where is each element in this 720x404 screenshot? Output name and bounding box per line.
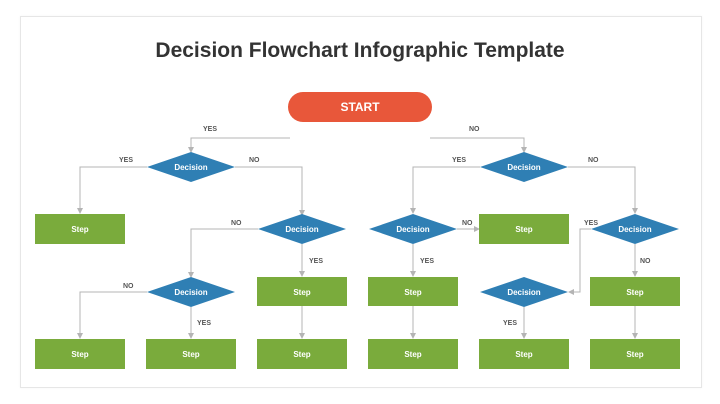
yes-label: YES bbox=[197, 320, 211, 327]
step-node: Step bbox=[590, 339, 680, 369]
yes-label: YES bbox=[503, 320, 517, 327]
no-label: NO bbox=[469, 126, 480, 133]
connectors bbox=[77, 137, 638, 339]
step-label: Step bbox=[404, 350, 421, 359]
no-label: NO bbox=[123, 283, 134, 290]
no-label: NO bbox=[249, 157, 260, 164]
no-label: NO bbox=[588, 157, 599, 164]
yes-label: YES bbox=[203, 126, 217, 133]
branch-labels: YES NO YES NO YES NO NO NO YES YES YES N… bbox=[119, 126, 651, 327]
connector-d1-no bbox=[235, 166, 305, 216]
step-label: Step bbox=[626, 288, 643, 297]
step-label: Step bbox=[71, 225, 88, 234]
connector-start-right bbox=[430, 137, 527, 153]
decision-node: Decision bbox=[258, 214, 346, 244]
decision-label: Decision bbox=[507, 163, 540, 172]
step-node: Step bbox=[590, 277, 680, 306]
step-node: Step bbox=[146, 339, 236, 369]
no-label: NO bbox=[231, 220, 242, 227]
start-label: START bbox=[340, 100, 380, 114]
step-label: Step bbox=[293, 288, 310, 297]
step-label: Step bbox=[404, 288, 421, 297]
decision-node: Decision bbox=[147, 277, 235, 307]
decision-node: Decision bbox=[591, 214, 679, 244]
decision-node: Decision bbox=[480, 152, 568, 182]
decision-label: Decision bbox=[507, 288, 540, 297]
no-label: NO bbox=[462, 220, 473, 227]
yes-label: YES bbox=[452, 157, 466, 164]
step-node: Step bbox=[257, 339, 347, 369]
connector-d2-no bbox=[188, 228, 258, 278]
step-node: Step bbox=[368, 277, 458, 306]
decision-node: Decision bbox=[147, 152, 235, 182]
step-label: Step bbox=[626, 350, 643, 359]
connector-d4-yes bbox=[410, 166, 480, 214]
connector-d4-no bbox=[568, 166, 638, 214]
decision-label: Decision bbox=[174, 288, 207, 297]
decision-node: Decision bbox=[480, 277, 568, 307]
step-node: Step bbox=[35, 214, 125, 244]
connector-start-left bbox=[188, 137, 290, 153]
yes-label: YES bbox=[309, 258, 323, 265]
decision-node: Decision bbox=[369, 214, 457, 244]
no-label: NO bbox=[640, 258, 651, 265]
connector-d1-yes bbox=[77, 166, 147, 214]
yes-label: YES bbox=[119, 157, 133, 164]
start-node: START bbox=[288, 92, 432, 122]
slide-panel bbox=[20, 16, 702, 388]
step-node: Step bbox=[35, 339, 125, 369]
decision-label: Decision bbox=[618, 225, 651, 234]
step-label: Step bbox=[515, 350, 532, 359]
connector-d3-no bbox=[77, 291, 147, 339]
connector-d6-yes bbox=[568, 228, 591, 295]
page-title: Decision Flowchart Infographic Template bbox=[155, 39, 564, 62]
step-node: Step bbox=[479, 339, 569, 369]
step-label: Step bbox=[293, 350, 310, 359]
yes-label: YES bbox=[584, 220, 598, 227]
step-node: Step bbox=[368, 339, 458, 369]
step-label: Step bbox=[515, 225, 532, 234]
step-node: Step bbox=[479, 214, 569, 244]
decision-label: Decision bbox=[174, 163, 207, 172]
step-label: Step bbox=[71, 350, 88, 359]
decision-label: Decision bbox=[396, 225, 429, 234]
step-label: Step bbox=[182, 350, 199, 359]
step-node: Step bbox=[257, 277, 347, 306]
decision-label: Decision bbox=[285, 225, 318, 234]
yes-label: YES bbox=[420, 258, 434, 265]
